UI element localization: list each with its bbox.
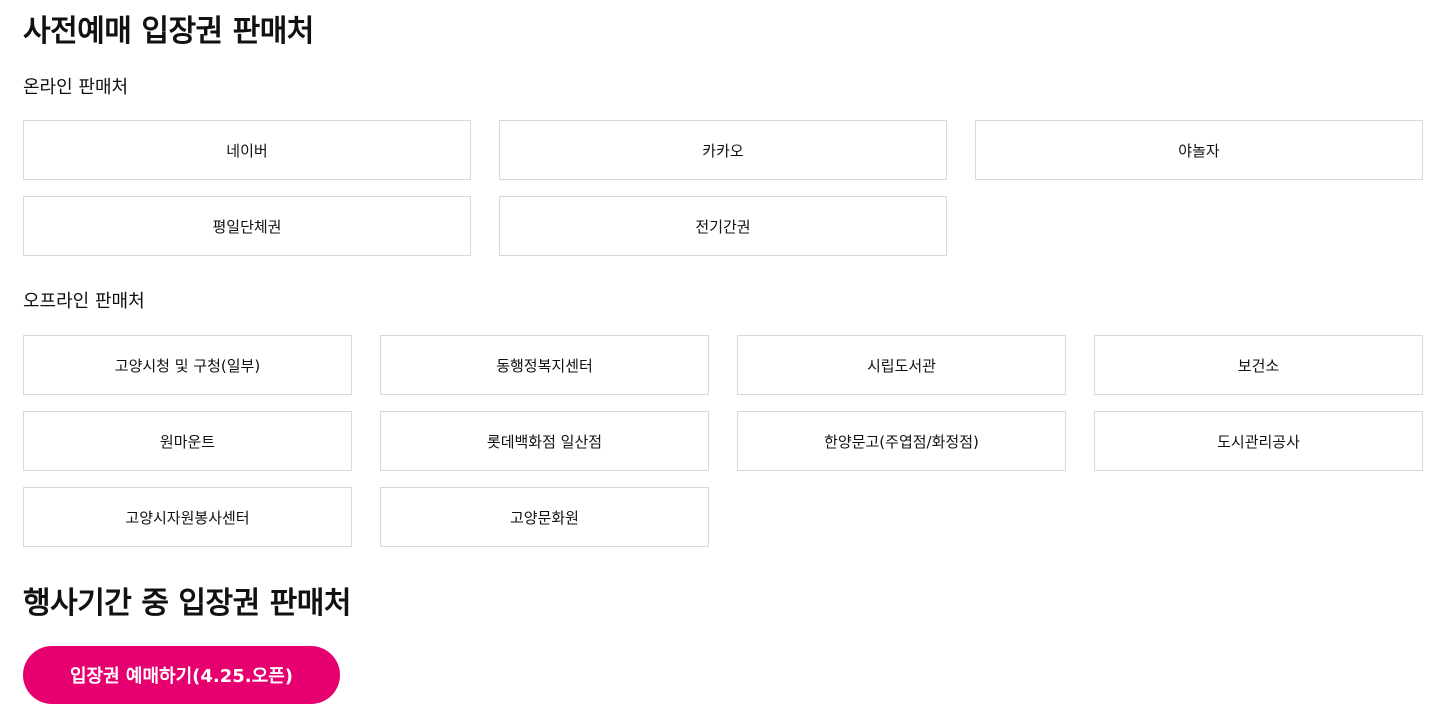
- vendor-hanyang-bookstore[interactable]: 한양문고(주엽점/화정점): [737, 411, 1066, 471]
- vendor-volunteer-center[interactable]: 고양시자원봉사센터: [23, 487, 352, 547]
- vendor-community-center[interactable]: 동행정복지센터: [380, 335, 709, 395]
- vendor-weekday-group-ticket[interactable]: 평일단체권: [23, 196, 471, 256]
- vendor-naver[interactable]: 네이버: [23, 120, 471, 180]
- vendor-cultural-center[interactable]: 고양문화원: [380, 487, 709, 547]
- book-ticket-button[interactable]: 입장권 예매하기(4.25.오픈): [23, 646, 340, 704]
- vendor-yanolja[interactable]: 야놀자: [975, 120, 1423, 180]
- vendor-city-library[interactable]: 시립도서관: [737, 335, 1066, 395]
- online-vendors-grid: 네이버 카카오 야놀자 평일단체권 전기간권: [23, 120, 1423, 256]
- vendor-city-hall[interactable]: 고양시청 및 구청(일부): [23, 335, 352, 395]
- vendor-one-mount[interactable]: 원마운트: [23, 411, 352, 471]
- online-vendors-heading: 온라인 판매처: [23, 77, 129, 98]
- vendor-urban-management-corp[interactable]: 도시관리공사: [1094, 411, 1423, 471]
- vendor-lotte-dept-store[interactable]: 롯데백화점 일산점: [380, 411, 709, 471]
- event-period-title: 행사기간 중 입장권 판매처: [23, 586, 351, 621]
- vendor-kakao[interactable]: 카카오: [499, 120, 947, 180]
- offline-vendors-heading: 오프라인 판매처: [23, 291, 145, 312]
- offline-vendors-grid: 고양시청 및 구청(일부) 동행정복지센터 시립도서관 보건소 원마운트 롯데백…: [23, 335, 1423, 547]
- vendor-full-period-ticket[interactable]: 전기간권: [499, 196, 947, 256]
- presale-title: 사전예매 입장권 판매처: [23, 14, 314, 49]
- vendor-health-center[interactable]: 보건소: [1094, 335, 1423, 395]
